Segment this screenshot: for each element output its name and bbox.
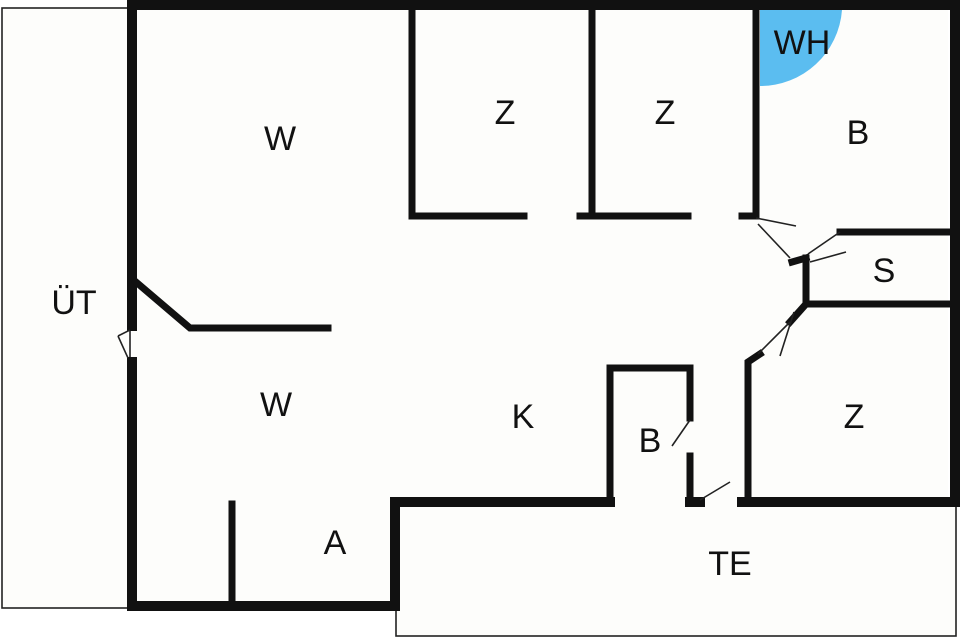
label-living-top: W (264, 120, 296, 158)
label-terrace-left: ÜT (51, 284, 96, 322)
label-terrace-bottom: TE (708, 545, 751, 583)
label-bedroom-2: Z (655, 94, 676, 132)
label-sauna: S (873, 252, 896, 290)
label-hot-tub: WH (774, 24, 831, 62)
terrace-left-area (1, 7, 131, 609)
hot-tub-shape (760, 10, 842, 87)
label-bath-small: B (639, 422, 662, 460)
label-bedroom-1: Z (495, 94, 516, 132)
outer-walls (127, 0, 960, 611)
label-living-bottom: W (260, 386, 292, 424)
label-kitchen: K (512, 398, 535, 436)
room-labels: ÜT W W Z Z WH B S K B Z A TE (51, 24, 895, 583)
interior-walls (131, 6, 952, 606)
door-swings (117, 217, 847, 501)
label-entrance: A (324, 524, 347, 562)
label-bath-top: B (847, 114, 870, 152)
label-bedroom-3: Z (844, 398, 865, 436)
